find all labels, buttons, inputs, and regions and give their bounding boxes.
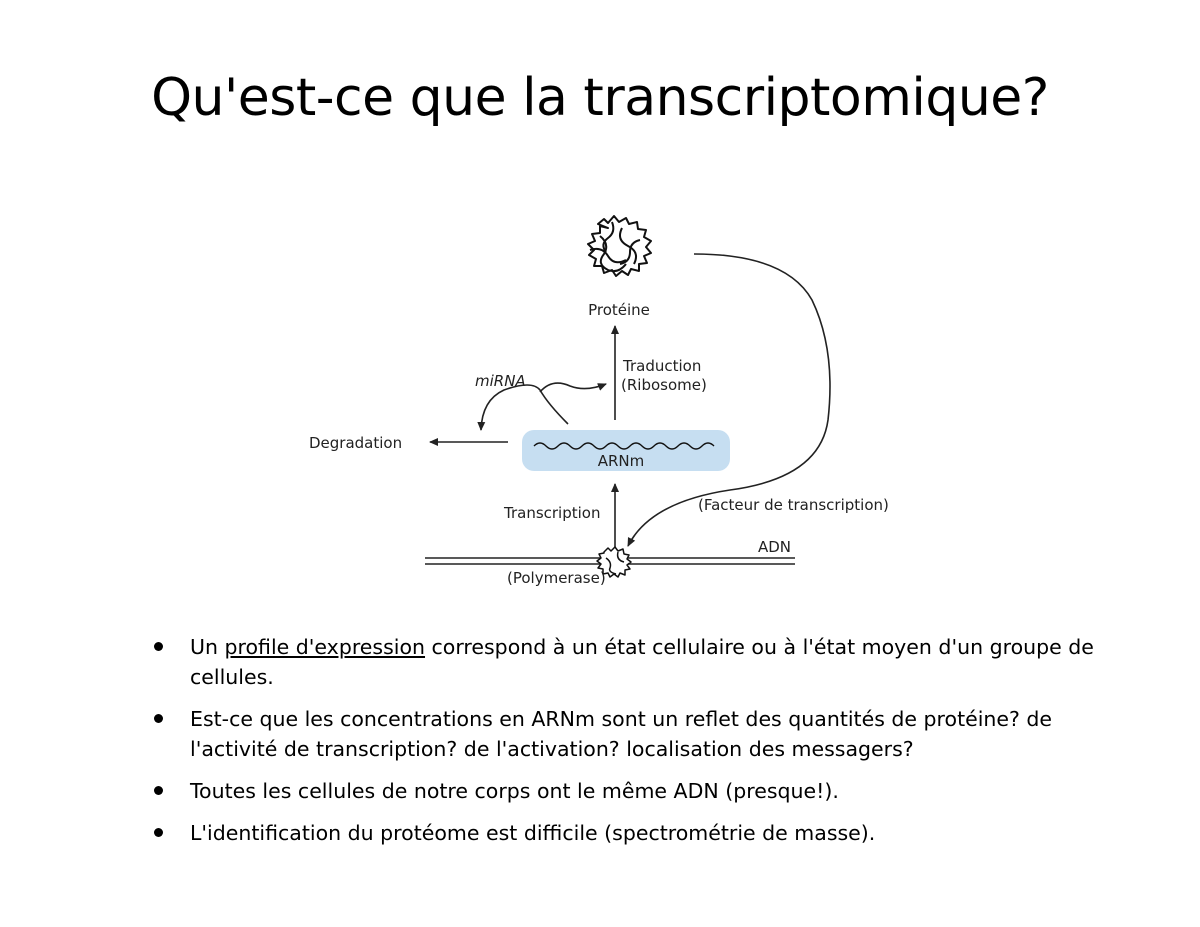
polymerase-label: (Polymerase) xyxy=(507,569,606,587)
mrna-label: ARNm xyxy=(598,452,645,470)
bullet-text: Toutes les cellules de notre corps ont l… xyxy=(190,779,839,803)
ribosome-label: (Ribosome) xyxy=(621,376,707,394)
transcription-factor-label: (Facteur de transcription) xyxy=(698,496,889,514)
bullet-text: Est-ce que les concentrations en ARNm so… xyxy=(190,707,1053,761)
bullet-dot-icon xyxy=(154,828,163,837)
degradation-label: Degradation xyxy=(309,434,402,452)
bullet-dot-icon xyxy=(154,786,163,795)
bullet-dot-icon xyxy=(154,714,163,723)
bullet-text-prefix: Un xyxy=(190,635,225,659)
bullet-item: L'identification du protéome est diffici… xyxy=(152,818,1112,848)
bullet-text-suffix: correspond à un état cellulaire ou à l'é… xyxy=(190,635,1094,689)
dna-label: ADN xyxy=(758,538,791,556)
polymerase-icon xyxy=(596,546,632,578)
mrna-box xyxy=(522,430,730,471)
translation-label: Traduction xyxy=(622,357,701,375)
bullet-list: Un profile d'expression correspond à un … xyxy=(152,632,1112,860)
bullet-item: Est-ce que les concentrations en ARNm so… xyxy=(152,704,1112,764)
transcription-factor-arrow xyxy=(627,253,831,547)
bullet-item: Un profile d'expression correspond à un … xyxy=(152,632,1112,692)
mirna-label: miRNA xyxy=(475,372,526,390)
protein-icon xyxy=(587,215,652,277)
mrna-strand xyxy=(533,442,715,450)
bullet-dot-icon xyxy=(154,642,163,651)
bullet-item: Toutes les cellules de notre corps ont l… xyxy=(152,776,1112,806)
protein-label: Protéine xyxy=(588,301,650,319)
bullet-text: L'identification du protéome est diffici… xyxy=(190,821,876,845)
mirna-translation-arrow xyxy=(539,382,607,393)
transcription-label: Transcription xyxy=(503,504,600,522)
mirna-degradation-arrow xyxy=(477,384,569,431)
slide-title: Qu'est-ce que la transcriptomique? xyxy=(151,68,1049,128)
gene-expression-diagram: Protéine Traduction (Ribosome) miRNA Deg… xyxy=(309,215,889,587)
bullet-underlined-term: profile d'expression xyxy=(224,635,426,659)
